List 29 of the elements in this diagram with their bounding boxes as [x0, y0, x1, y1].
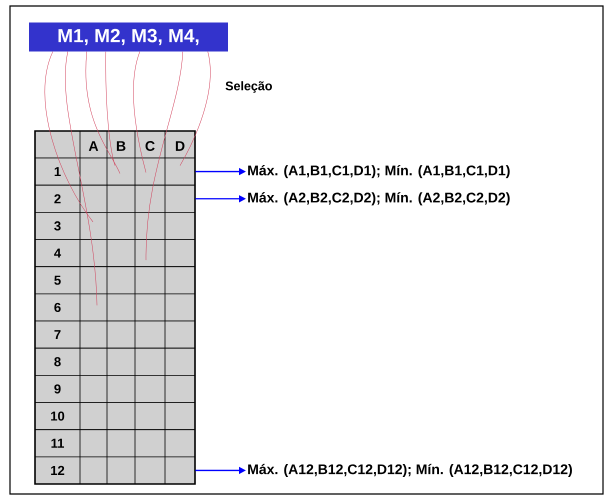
- leader-line: [146, 51, 184, 260]
- leader-line: [44, 51, 94, 222]
- table-row: 8: [34, 348, 196, 376]
- table-header: [34, 130, 196, 158]
- leader-line: [86, 51, 120, 174]
- column-header: A: [88, 141, 98, 151]
- result-text: Máx. (A1,B1,C1,D1); Mín. (A1,B1,C1,D1): [248, 165, 510, 178]
- result-text: Máx. (A12,B12,C12,D12); Mín. (A12,B12,C12,D12): [248, 464, 572, 477]
- caption-text: Seleção: [226, 81, 272, 93]
- table-row: 10: [34, 402, 196, 430]
- table-row: 5: [34, 266, 196, 294]
- table-row: 7: [34, 320, 196, 349]
- table-row: 6: [34, 293, 196, 322]
- column-header: B: [116, 141, 126, 151]
- table-row: 11: [34, 429, 196, 458]
- table-row: 9: [34, 374, 196, 403]
- result-text: Máx. (A2,B2,C2,D2); Mín. (A2,B2,C2,D2): [248, 192, 510, 206]
- leader-line: [133, 51, 146, 173]
- table-row: 1: [34, 158, 196, 186]
- leader-line: [180, 51, 211, 166]
- table-row: 12: [34, 456, 196, 484]
- leader-line: [105, 51, 116, 166]
- table-row: 2: [34, 184, 196, 213]
- table-row: 4: [34, 239, 196, 268]
- table-row: 3: [34, 212, 196, 240]
- title-banner: M1, M2, M3, M4,: [29, 22, 228, 52]
- leader-line: [65, 51, 98, 306]
- column-header: C: [146, 141, 155, 151]
- column-header: D: [176, 141, 184, 151]
